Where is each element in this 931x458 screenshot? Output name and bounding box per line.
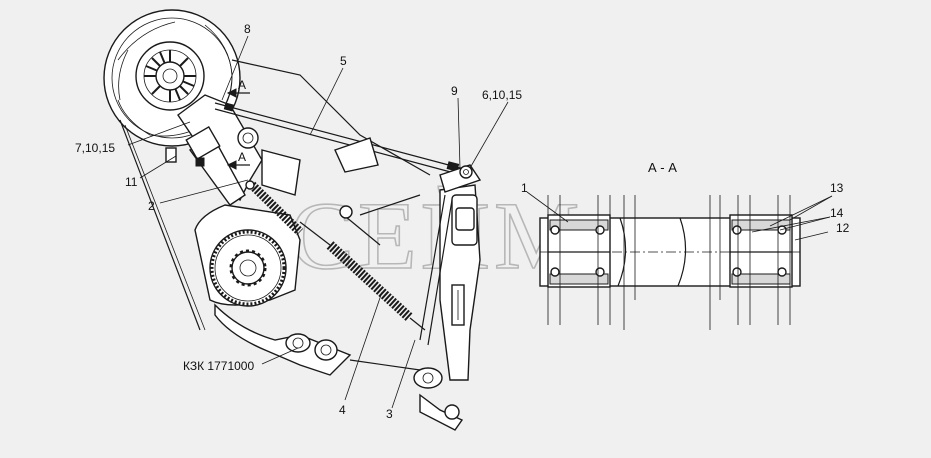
section-view [539, 195, 801, 330]
callout-14: 14 [830, 206, 844, 220]
callout-1: 1 [521, 181, 528, 195]
callout-2: 2 [148, 199, 155, 213]
callout-3: 3 [386, 407, 393, 421]
leader-lines [127, 35, 833, 409]
drawing-reference: КЗК 1771000 [183, 359, 254, 373]
section-letter-lower: А [238, 150, 246, 164]
callout-8: 8 [244, 22, 251, 36]
callout-13: 13 [830, 181, 844, 195]
callout-9: 9 [451, 84, 458, 98]
watermark: СЕЙМ [290, 182, 583, 289]
section-letter-upper: А [238, 78, 246, 92]
section-title: А - А [648, 160, 677, 175]
callout-11: 11 [125, 175, 138, 189]
vertical-arm [413, 184, 481, 431]
main-assembly: А А [103, 9, 482, 431]
callout-12: 12 [836, 221, 850, 235]
section-mark-lower: А [226, 150, 250, 170]
callout-7-10-15: 7,10,15 [75, 141, 115, 155]
callout-6-10-15: 6,10,15 [482, 88, 522, 102]
callout-4: 4 [339, 403, 346, 417]
callout-5: 5 [340, 54, 347, 68]
section-mark-upper: А [226, 78, 250, 98]
tie-rod [214, 102, 461, 175]
spring-upper [245, 180, 304, 236]
